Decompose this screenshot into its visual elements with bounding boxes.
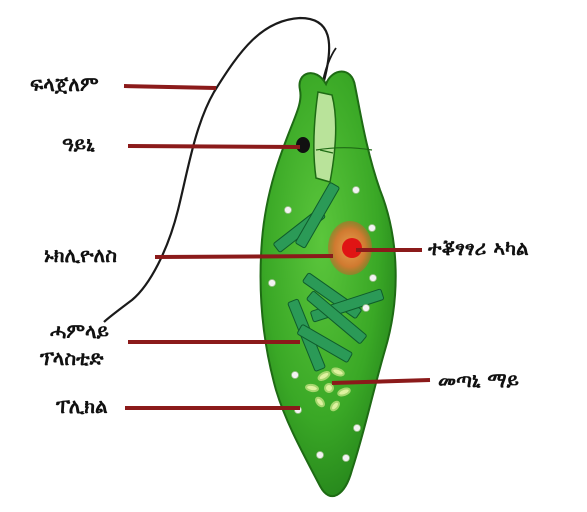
label-pellicle: ፐሊክል: [56, 395, 108, 417]
label-eyespot: ዓይኒ: [62, 133, 95, 155]
label-nucleolus: ኑክሊዮለስ: [44, 244, 117, 266]
label-chloroplast-line2: ፕላስቲድ: [40, 345, 109, 372]
label-contractile-vacuole: መጣኒ ማይ: [438, 369, 519, 391]
leader-nucleolus: [155, 256, 333, 257]
label-flagellum: ፍላጀለም: [30, 73, 99, 95]
label-chloroplast-line1: ሓምላይ: [50, 318, 109, 345]
leader-flagellum: [124, 86, 216, 88]
label-nucleus: ተቖፃፃሪ ኣካል: [428, 237, 529, 259]
gullet: [314, 92, 336, 182]
leader-eyespot: [128, 146, 300, 147]
label-chloroplast: ሓምላይ ፕላስቲድ: [50, 318, 109, 372]
